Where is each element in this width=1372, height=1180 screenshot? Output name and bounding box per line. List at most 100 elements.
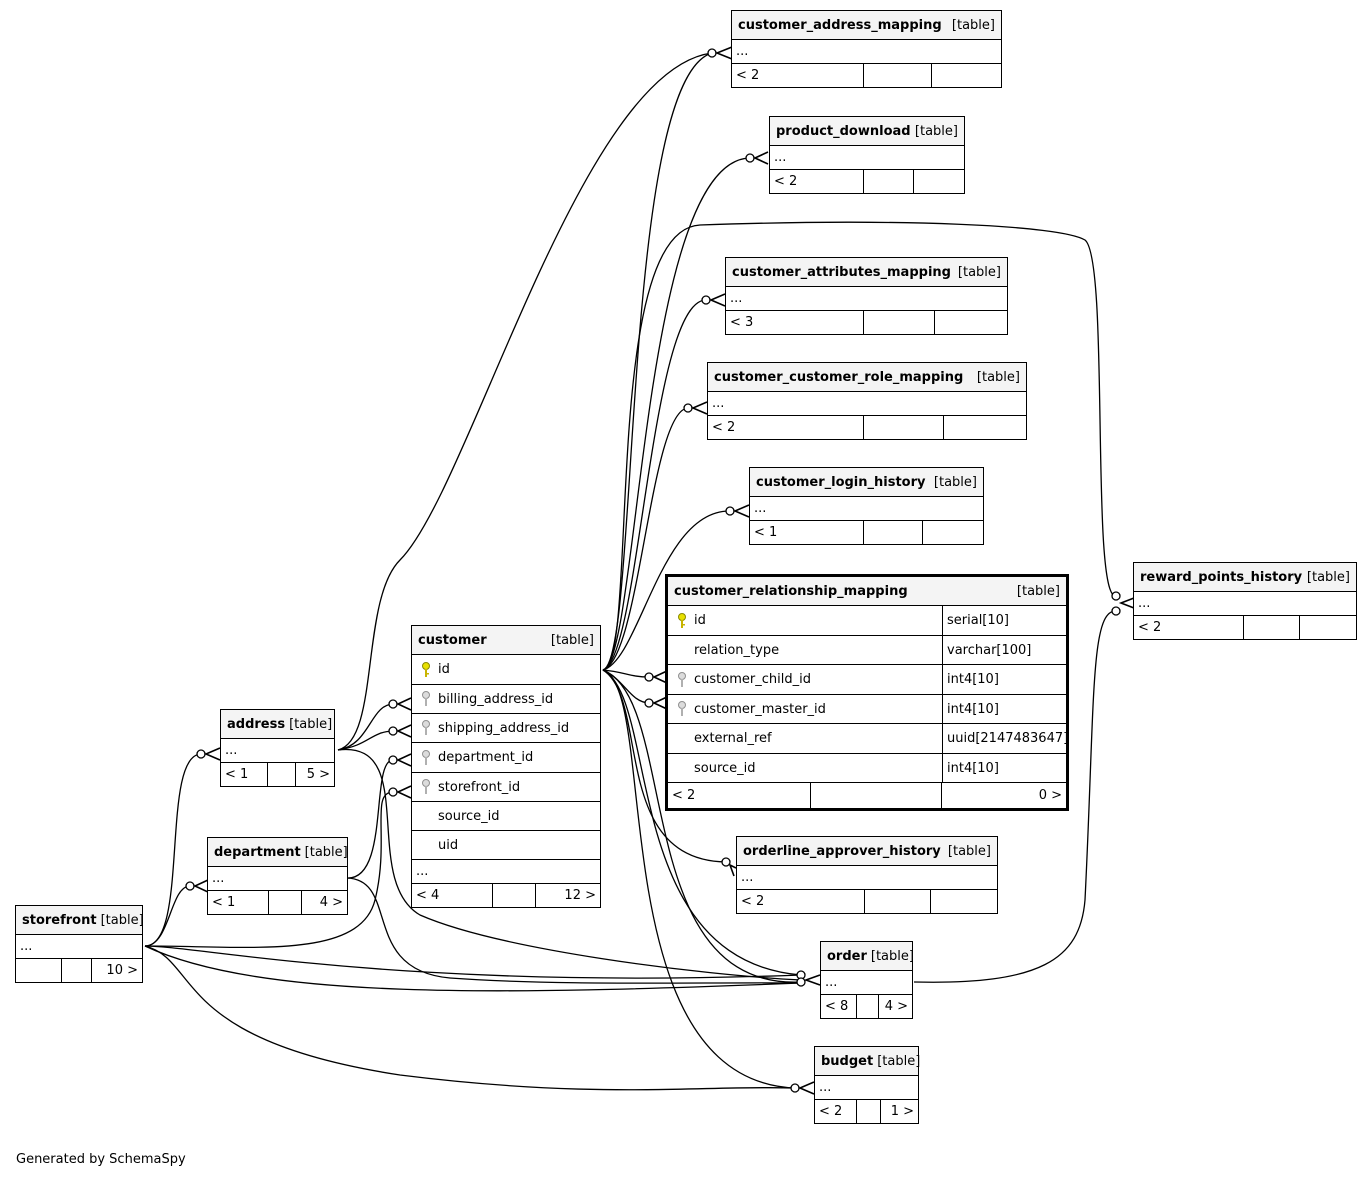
parents-count: < 2 xyxy=(770,170,864,193)
table-header: customer_login_history [table] xyxy=(750,468,983,497)
column-row[interactable]: id xyxy=(412,655,600,685)
table-budget[interactable]: budget [table] ... < 2 1 > xyxy=(814,1046,921,1124)
table-reward-points-history[interactable]: reward_points_history [table] ... < 2 xyxy=(1133,562,1357,640)
edge-address-address-mapping xyxy=(337,52,713,751)
column-row[interactable]: shipping_address_id xyxy=(412,714,600,743)
edge-customer-product-download xyxy=(602,157,751,671)
table-header: customer_attributes_mapping [table] xyxy=(726,258,1007,287)
column-name-cell: source_id xyxy=(668,754,942,782)
table-address[interactable]: address [table] ... < 1 5 > xyxy=(220,709,335,787)
children-count: 10 > xyxy=(106,963,138,978)
edge-storefront-order xyxy=(144,945,802,992)
table-department[interactable]: department [table] ... < 1 4 > xyxy=(207,837,348,915)
table-customer[interactable]: customer [table] id billing_address_id s… xyxy=(411,625,601,908)
parents-count: < 3 xyxy=(726,311,864,334)
column-row[interactable]: billing_address_id xyxy=(412,685,600,714)
column-name-cell: id xyxy=(412,655,600,684)
table-footer: < 2 xyxy=(732,64,1001,87)
column-type: serial[10] xyxy=(942,606,1066,635)
table-name: department xyxy=(214,844,301,860)
table-product-download[interactable]: product_download [table] ... < 2 xyxy=(769,116,965,194)
column-name: relation_type xyxy=(694,642,780,658)
column-row[interactable]: id serial[10] xyxy=(668,606,1066,636)
columns-ellipsis: ... xyxy=(750,497,983,521)
column-type: varchar[100] xyxy=(942,636,1066,664)
footer-spacer xyxy=(269,891,302,914)
primary-key-icon xyxy=(418,661,434,678)
column-row[interactable]: external_ref uuid[2147483647] xyxy=(668,724,1066,754)
table-order[interactable]: order [table] ... < 8 4 > xyxy=(820,941,914,1019)
column-type: int4[10] xyxy=(942,754,1066,782)
columns-ellipsis: ... xyxy=(412,860,600,884)
children-count: 1 > xyxy=(890,1104,914,1119)
table-header: customer_address_mapping [table] xyxy=(732,11,1001,40)
parents-count: < 4 xyxy=(412,884,493,907)
column-name: customer_child_id xyxy=(694,672,811,687)
column-row[interactable]: source_id xyxy=(412,802,600,831)
column-row[interactable]: source_id int4[10] xyxy=(668,754,1066,783)
table-type: [table] xyxy=(951,17,995,33)
parents-count: < 2 xyxy=(708,416,864,439)
primary-key-icon xyxy=(674,612,690,629)
footer-spacer xyxy=(1244,616,1300,639)
table-customer-customer-role-mapping[interactable]: customer_customer_role_mapping [table] .… xyxy=(707,362,1027,440)
column-name: id xyxy=(438,662,450,677)
column-name: shipping_address_id xyxy=(438,720,570,736)
edge-customer-budget xyxy=(602,669,796,1089)
table-name: customer_address_mapping xyxy=(738,17,942,33)
column-row[interactable]: department_id xyxy=(412,743,600,773)
table-header: product_download [table] xyxy=(770,117,964,146)
table-type: [table] xyxy=(289,716,333,732)
column-name-cell: relation_type xyxy=(668,636,942,664)
parents-count: < 1 xyxy=(221,763,268,786)
generated-by-label: Generated by SchemaSpy xyxy=(16,1152,186,1167)
table-name: customer_login_history xyxy=(756,474,926,490)
table-customer-attributes-mapping[interactable]: customer_attributes_mapping [table] ... … xyxy=(725,257,1008,335)
table-type: [table] xyxy=(877,1053,921,1069)
parents-count: < 1 xyxy=(208,891,269,914)
column-type: uuid[2147483647] xyxy=(942,724,1066,753)
table-header: order [table] xyxy=(821,942,914,971)
children-count xyxy=(935,311,1007,334)
column-row[interactable]: relation_type varchar[100] xyxy=(668,636,1066,665)
column-name-cell: source_id xyxy=(412,802,600,830)
children-count xyxy=(923,521,983,544)
footer-spacer xyxy=(62,959,92,982)
parents-count: < 2 xyxy=(732,64,864,87)
table-customer-relationship-mapping[interactable]: customer_relationship_mapping [table] id… xyxy=(665,574,1069,811)
footer-spacer xyxy=(865,890,931,913)
table-orderline-approver-history[interactable]: orderline_approver_history [table] ... <… xyxy=(736,836,998,914)
table-header: customer_customer_role_mapping [table] xyxy=(708,363,1026,392)
parents-count xyxy=(16,959,62,982)
table-name: customer_relationship_mapping xyxy=(674,583,908,599)
children-count xyxy=(914,170,964,193)
column-row[interactable]: storefront_id xyxy=(412,773,600,802)
table-type: [table] xyxy=(100,912,144,928)
table-type: [table] xyxy=(870,948,914,964)
columns-ellipsis: ... xyxy=(16,935,142,959)
children-count: 0 > xyxy=(1038,788,1062,803)
column-name: uid xyxy=(438,837,459,853)
table-footer: < 1 5 > xyxy=(221,763,334,786)
parents-count: < 1 xyxy=(750,521,864,544)
table-name: address xyxy=(227,716,286,732)
column-row[interactable]: uid xyxy=(412,831,600,860)
table-customer-login-history[interactable]: customer_login_history [table] ... < 1 xyxy=(749,467,984,545)
table-type: [table] xyxy=(957,264,1001,280)
table-name: customer_attributes_mapping xyxy=(732,264,951,280)
column-name-cell: department_id xyxy=(412,743,600,772)
children-count: 5 > xyxy=(306,767,330,782)
column-row[interactable]: customer_child_id int4[10] xyxy=(668,665,1066,695)
children-count: 12 > xyxy=(564,888,596,903)
table-name: product_download xyxy=(776,123,911,139)
edge-customer-login-history xyxy=(602,510,731,671)
column-name: customer_master_id xyxy=(694,701,826,717)
table-customer-address-mapping[interactable]: customer_address_mapping [table] ... < 2 xyxy=(731,10,1002,88)
table-storefront[interactable]: storefront [table] ... 10 > xyxy=(15,905,144,983)
column-name-cell: customer_master_id xyxy=(668,695,942,723)
columns-ellipsis: ... xyxy=(732,40,1001,64)
column-row[interactable]: customer_master_id int4[10] xyxy=(668,695,1066,724)
footer-spacer xyxy=(811,783,942,808)
foreign-key-icon xyxy=(418,691,434,707)
